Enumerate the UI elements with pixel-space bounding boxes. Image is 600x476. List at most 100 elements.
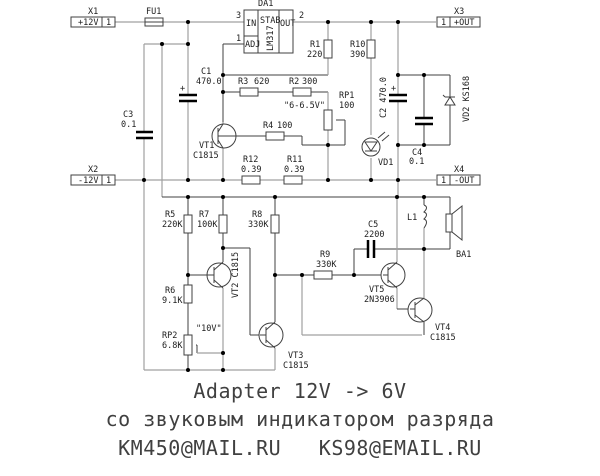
transistor-vt2: VT2 C1815 (206, 252, 241, 298)
junctions (142, 20, 426, 372)
transistor-vt2-ref: VT2 (231, 283, 241, 298)
resistor-r4-value: 100 (277, 121, 292, 131)
connector-x2-label: -12V (78, 176, 98, 186)
pot-rp2-note: "10V" (196, 324, 222, 334)
transistor-vt3-part: C1815 (283, 361, 309, 371)
transistor-vt2-part: C1815 (231, 252, 241, 278)
resistor-r12-value: 0.39 (241, 165, 261, 175)
connector-x1: +12V 1 X1 (70, 7, 116, 28)
capacitor-c4-value: 0.1 (409, 157, 424, 167)
transistor-vt3: VT3 C1815 (258, 321, 309, 371)
resistor-r11: R11 0.39 (283, 155, 304, 185)
transistor-vt1: VT1 C1815 (193, 123, 237, 161)
capacitor-c2-ref: C2 (379, 108, 389, 118)
capacitor-c4-ref: C4 (412, 148, 422, 158)
pot-rp1-ref: RP1 (339, 91, 354, 101)
connector-x1-pin: 1 (106, 18, 111, 28)
transistor-vt4-ref: VT4 (435, 323, 450, 333)
resistor-r10-value: 390 (350, 50, 365, 60)
connector-x2: -12V 1 X2 (70, 165, 116, 186)
capacitor-c5-ref: C5 (368, 220, 378, 230)
capacitor-c2: + C2 470.0 (379, 77, 407, 118)
capacitor-c1-value: 470.0 (196, 77, 222, 87)
connector-x1-label: +12V (78, 18, 98, 28)
transistor-vt5: VT5 2N3906 (364, 261, 406, 305)
regulator-adj: ADJ (245, 40, 260, 50)
connector-x4-ref: X4 (454, 165, 464, 175)
plus-icon: + (391, 84, 396, 94)
resistor-r4: R4 100 (263, 121, 292, 141)
resistor-r9: R9 330K (313, 250, 337, 280)
resistor-r1: R1 220 (307, 39, 333, 60)
led-vd1: VD1 (361, 131, 393, 168)
resistor-r3: R3 620 (238, 77, 269, 97)
connector-x1-ref: X1 (88, 7, 98, 17)
regulator-pin-adj: 1 (236, 34, 241, 44)
resistor-r11-value: 0.39 (284, 165, 304, 175)
fuse-fu1-ref: FU1 (146, 7, 161, 17)
resistor-r8-value: 330K (248, 220, 269, 230)
capacitor-c3: C3 0.1 (121, 110, 153, 140)
resistor-r5-ref: R5 (165, 210, 175, 220)
regulator-stab: STAB (260, 16, 280, 26)
transistor-vt1-ref: VT1 (199, 141, 214, 151)
pot-rp1-note: "6-6.5V" (284, 101, 325, 111)
transistor-vt4: VT4 C1815 (407, 297, 456, 343)
resistor-r3-ref: R3 (238, 77, 248, 87)
resistor-r8-ref: R8 (252, 210, 262, 220)
zener-vd2-part: KS168 (462, 76, 472, 102)
connector-x4-label: -OUT (454, 176, 474, 186)
resistor-r7-ref: R7 (199, 210, 209, 220)
inductor-l1: L1 (407, 204, 427, 229)
capacitor-c5-value: 2200 (364, 230, 384, 240)
resistor-r11-ref: R11 (287, 155, 302, 165)
resistor-r1-ref: R1 (310, 40, 320, 50)
connector-x2-ref: X2 (88, 165, 98, 175)
capacitor-c4: C4 0.1 (409, 116, 433, 167)
capacitor-c3-value: 0.1 (121, 120, 136, 130)
resistor-r7-value: 100K (197, 220, 218, 230)
resistor-r6-ref: R6 (165, 286, 175, 296)
resistor-r2-ref: R2 (289, 77, 299, 87)
potentiometer-rp1: RP1 100 "6-6.5V" (284, 91, 354, 131)
zener-vd2-label: VD2 KS168 (462, 76, 472, 122)
connector-x2-pin: 1 (106, 176, 111, 186)
regulator-out: OUT (280, 19, 295, 29)
regulator-part: LM317 (266, 25, 276, 51)
resistor-r6-value: 9.1K (162, 296, 183, 306)
regulator-in: IN (246, 19, 256, 29)
capacitor-c1: + C1 470.0 (179, 67, 222, 103)
led-vd1-ref: VD1 (378, 158, 393, 168)
capacitor-c2-label: C2 470.0 (379, 77, 389, 118)
regulator-pin-out: 2 (299, 11, 304, 21)
capacitor-c1-ref: C1 (201, 67, 211, 77)
resistor-r2-value: 300 (302, 77, 317, 87)
resistor-r2: R2 300 (289, 77, 317, 97)
transistor-vt1-part: C1815 (193, 151, 219, 161)
resistor-r12-ref: R12 (243, 155, 258, 165)
resistor-r5: R5 220K (162, 210, 193, 234)
connector-x3-ref: X3 (454, 7, 464, 17)
resistor-r10: R10 390 (350, 39, 376, 60)
potentiometer-rp2: RP2 6.8K "10V" (162, 324, 222, 356)
capacitor-c2-value: 470.0 (379, 77, 389, 103)
resistor-r4-ref: R4 (263, 121, 273, 131)
transistor-vt5-ref: VT5 (369, 285, 384, 295)
caption-emails: KM450@MAIL.RU KS98@EMAIL.RU (118, 436, 482, 460)
speaker-ba1: BA1 (445, 204, 471, 260)
connector-x4: 1 -OUT X4 (436, 165, 481, 186)
resistor-r1-value: 220 (307, 50, 322, 60)
inductor-l1-ref: L1 (407, 213, 417, 223)
pot-rp1-value: 100 (339, 101, 354, 111)
regulator-da1: DA1 IN STAB OUT ADJ LM317 3 2 1 (236, 0, 304, 54)
connector-x3-label: +OUT (454, 18, 474, 28)
capacitor-c5: C5 2200 (364, 220, 384, 258)
resistor-r9-ref: R9 (320, 250, 330, 260)
resistor-r5-value: 220K (162, 220, 183, 230)
resistor-r6: R6 9.1K (162, 284, 193, 306)
connector-x3-pin: 1 (441, 18, 446, 28)
connector-x3: 1 +OUT X3 (436, 7, 481, 28)
pot-rp2-ref: RP2 (162, 331, 177, 341)
regulator-ref: DA1 (258, 0, 273, 9)
